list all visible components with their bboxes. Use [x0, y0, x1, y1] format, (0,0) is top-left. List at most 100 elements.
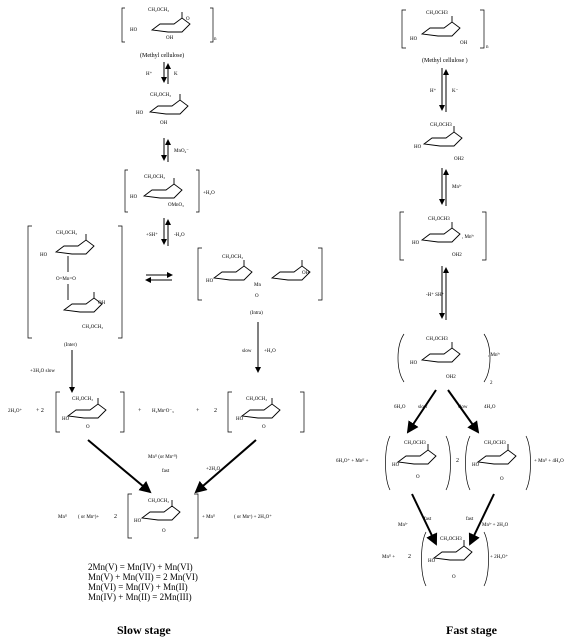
methyl-cellulose-label: (Methyl cellulose ) — [422, 57, 468, 64]
ch2och3-label: CH₂OCH₃ — [148, 8, 169, 13]
mn-ii-final-label: Mnᴵᴵ + — [382, 554, 395, 560]
ch2och3-label: CH₂OCH3 — [484, 441, 506, 446]
ho-label: HO — [428, 559, 436, 564]
fast-equilibrium-3 — [439, 266, 449, 320]
equilibrium-arrow-3 — [161, 218, 171, 246]
coefficient: 2 — [456, 458, 459, 464]
plus-sign: + — [138, 408, 142, 414]
ho-label: HO — [412, 241, 420, 246]
mn-label: Mn — [254, 283, 261, 288]
ho-label: HO — [130, 28, 138, 33]
h2mno3-label: H₂MnᵛO⁻₃ — [152, 409, 174, 414]
mn-ii-vii-label: Mnᴵᴵ (or Mnᵛᴵᴵ) — [148, 454, 178, 460]
h3o-left-label: 2H₃O⁺ — [8, 408, 22, 414]
oh2-label: OH2 — [446, 375, 456, 380]
equilibrium-arrow-1 — [161, 62, 171, 84]
intra-label: (Intra) — [250, 311, 263, 316]
protonated-fast-structure: CH₂OCH3 HO OH2 — [414, 123, 464, 162]
equation-1: 2Mn(V) = Mn(IV) + Mn(VI) — [88, 562, 193, 572]
k-label: K⁻ — [452, 89, 459, 94]
slow-h3o-label: +3H₂O slow — [30, 369, 55, 374]
mn-iv-complex-structure: CH₂OCH3 HO OH2 , Mnᴵᵛ — [399, 211, 487, 261]
fast-ketone-right-structure: CH₂OCH3 HO O — [465, 435, 531, 491]
h3o-mn-label: 6H₃O⁺ + Mnᴵᴵ + — [336, 458, 369, 464]
converge-arrow-right — [194, 439, 257, 494]
ho-label: HO — [414, 145, 422, 150]
oxo-label: O — [255, 294, 259, 299]
ho-label: HO — [62, 417, 70, 422]
dimer-complex-structure: CH₂OCH3 HO OH2 2 , Mnᴵᵛ — [397, 333, 500, 386]
mno-label: O=Mn=O — [56, 277, 76, 282]
fast-left-label: fast — [424, 517, 432, 522]
mn-ii-left-label: Mnᴵᴵ — [58, 514, 67, 520]
ho-label: HO — [392, 463, 400, 468]
ch2och3-label: CH₂OCH₃ — [150, 93, 171, 98]
mn-iv-2h2o-label: Mnᴵᵛ + 2H₂O — [482, 522, 509, 528]
ketone-right-structure: CH₂OCH₃ HO O — [227, 391, 305, 433]
ch2och3-label: CH₂OCH3 — [440, 537, 462, 542]
slow-right-label: slow — [242, 349, 252, 354]
fast-right-label: fast — [466, 517, 474, 522]
sh-label: +SH⁺ — [146, 232, 158, 238]
methyl-cellulose-structure-fast: CH₂OCH3 HO OH n — [401, 9, 489, 50]
mn-iv-arrow-label: Mnᴵᵛ — [398, 522, 408, 528]
ch2och3-label: CH₂OCH₃ — [222, 255, 243, 260]
plus-h2o-2-label: +H₂O — [264, 349, 276, 354]
ketone-left-structure: CH₂OCH₃ HO O — [55, 391, 125, 433]
fast-column: CH₂OCH3 HO OH n (Methyl cellulose ) H⁺ K… — [336, 9, 564, 637]
n-label: n — [486, 45, 489, 50]
ch2och3-label: CH₂OCH₃ — [246, 397, 267, 402]
inter-label: (Inter) — [64, 343, 77, 348]
ho-label: HO — [130, 195, 138, 200]
oh-label: OH — [166, 36, 174, 41]
equilibrium-arrow-2 — [161, 138, 171, 162]
ho-label: HO — [136, 111, 144, 116]
mn-ii-right-label: + Mnᴵᴵ — [202, 514, 215, 520]
mn-iv-label: Mnᴵᵛ — [452, 184, 462, 190]
branch-arrow-right — [447, 389, 480, 434]
ho-label: HO — [134, 519, 142, 524]
converge-arrow-left — [87, 439, 152, 494]
ch2och3-label: CH₂OCH₃ — [56, 231, 77, 236]
ch2och3-label: CH₂OCH₃ — [148, 499, 169, 504]
plus-sign: + — [196, 408, 200, 414]
minus-h2o-label: -H₂O — [174, 233, 185, 238]
methyl-cellulose-label: (Methyl cellulose) — [140, 52, 184, 59]
ch2och3-label: CH₂OCH₃ — [82, 325, 103, 330]
h-plus-label: H⁺ — [430, 88, 437, 94]
mno4-label: MnO₄⁻ — [174, 149, 189, 154]
inter-intra-equilibrium — [145, 272, 173, 283]
ho-label: HO — [236, 417, 244, 422]
ketone-o-label: O — [416, 475, 420, 480]
fast-lactone-product-structure: CH₂OCH3 HO O — [421, 531, 489, 587]
coefficient: 2 — [408, 554, 411, 560]
coefficient: 2 — [114, 514, 117, 520]
omno3-label: OMnO₃ — [168, 203, 184, 208]
slow-column: CH₂OCH₃ HO OH O n (Methyl cellulose) H⁺ … — [8, 7, 323, 637]
ketone-o-label: O — [262, 425, 266, 430]
ho-label: HO — [206, 279, 214, 284]
or-mnv-right-label: ( or Mnᵛ) + 2H₃O⁺ — [234, 514, 272, 520]
ch2och3-label: CH₂OCH₃ — [72, 397, 93, 402]
mn-4h2o-label: + Mnᴵᴵ + 4H₂O — [534, 458, 564, 464]
ketone-o-label: O — [500, 477, 504, 482]
fast-equilibrium-2 — [439, 168, 449, 206]
h2o-left-label: 6H₂O — [394, 405, 406, 410]
oh-label: OH — [460, 41, 468, 46]
methyl-cellulose-structure-slow: CH₂OCH₃ HO OH O n — [121, 7, 217, 43]
equation-4: Mn(IV) + Mn(II) = 2Mn(III) — [88, 592, 192, 602]
h-plus-label: H⁺ — [146, 71, 153, 77]
ch2och3-label: CH₂OCH3 — [426, 11, 448, 16]
protonated-cellulose-structure: CH₂OCH₃ HO OH — [136, 93, 189, 126]
mn-iv-2-label: , Mnᴵᵛ — [488, 352, 500, 358]
ho-label: HO — [40, 253, 48, 258]
plus-2h2o-label: +2H₂O — [206, 467, 221, 472]
subscript-2-label: 2 — [490, 381, 493, 386]
oh2-label: OH2 — [452, 253, 462, 258]
h2o-right-label: 4H₂O — [484, 405, 496, 410]
oh-label: OH — [160, 121, 168, 126]
equation-3: Mn(VI) = Mn(IV) + Mn(II) — [88, 582, 188, 592]
ho-label: HO — [410, 361, 418, 366]
permanganate-ester-structure: CH₂OCH₃ HO OMnO₃ — [124, 169, 200, 213]
